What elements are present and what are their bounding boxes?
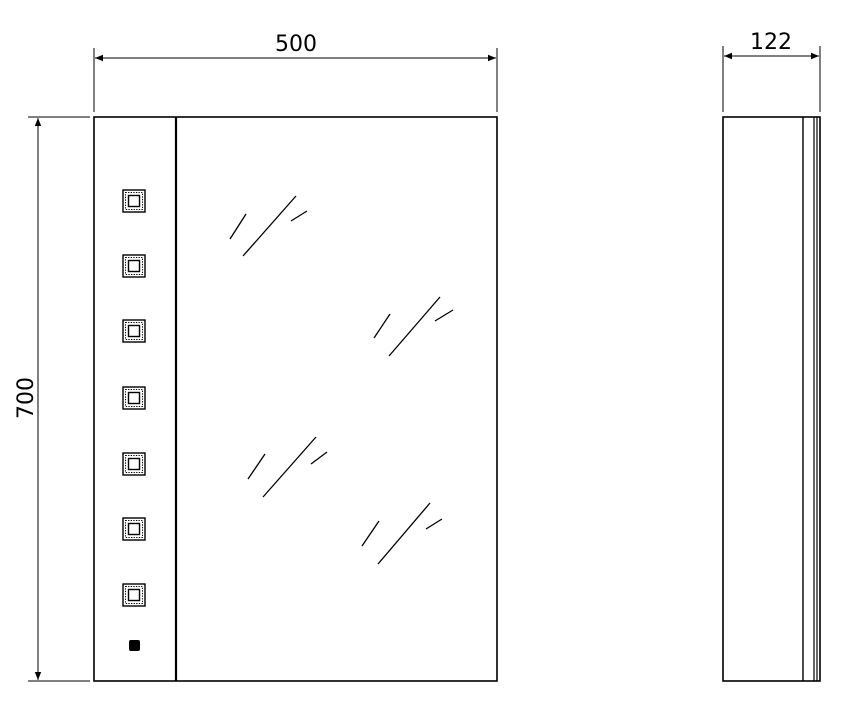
square-button (122, 386, 146, 410)
side-outline (722, 116, 821, 682)
reflection-mark (361, 502, 443, 565)
square-button (122, 189, 146, 213)
power-dot (129, 640, 140, 651)
reflection-mark (247, 436, 328, 498)
front-view (93, 116, 498, 682)
width-label: 500 (275, 32, 317, 57)
cabinet-outline (93, 116, 498, 682)
square-button (122, 583, 146, 607)
reflection-mark (229, 195, 308, 257)
light-strip (122, 189, 146, 651)
square-button (122, 452, 146, 476)
width-dimension: 500 (93, 32, 498, 112)
depth-label: 122 (750, 30, 792, 55)
depth-dimension: 122 (722, 30, 821, 112)
height-dimension: 700 (14, 116, 90, 682)
reflection-mark (373, 296, 454, 357)
square-button (122, 319, 146, 343)
side-view (722, 116, 821, 682)
square-button (122, 254, 146, 278)
square-button (122, 517, 146, 541)
height-label: 700 (14, 377, 39, 419)
mirror-reflection (229, 195, 454, 565)
